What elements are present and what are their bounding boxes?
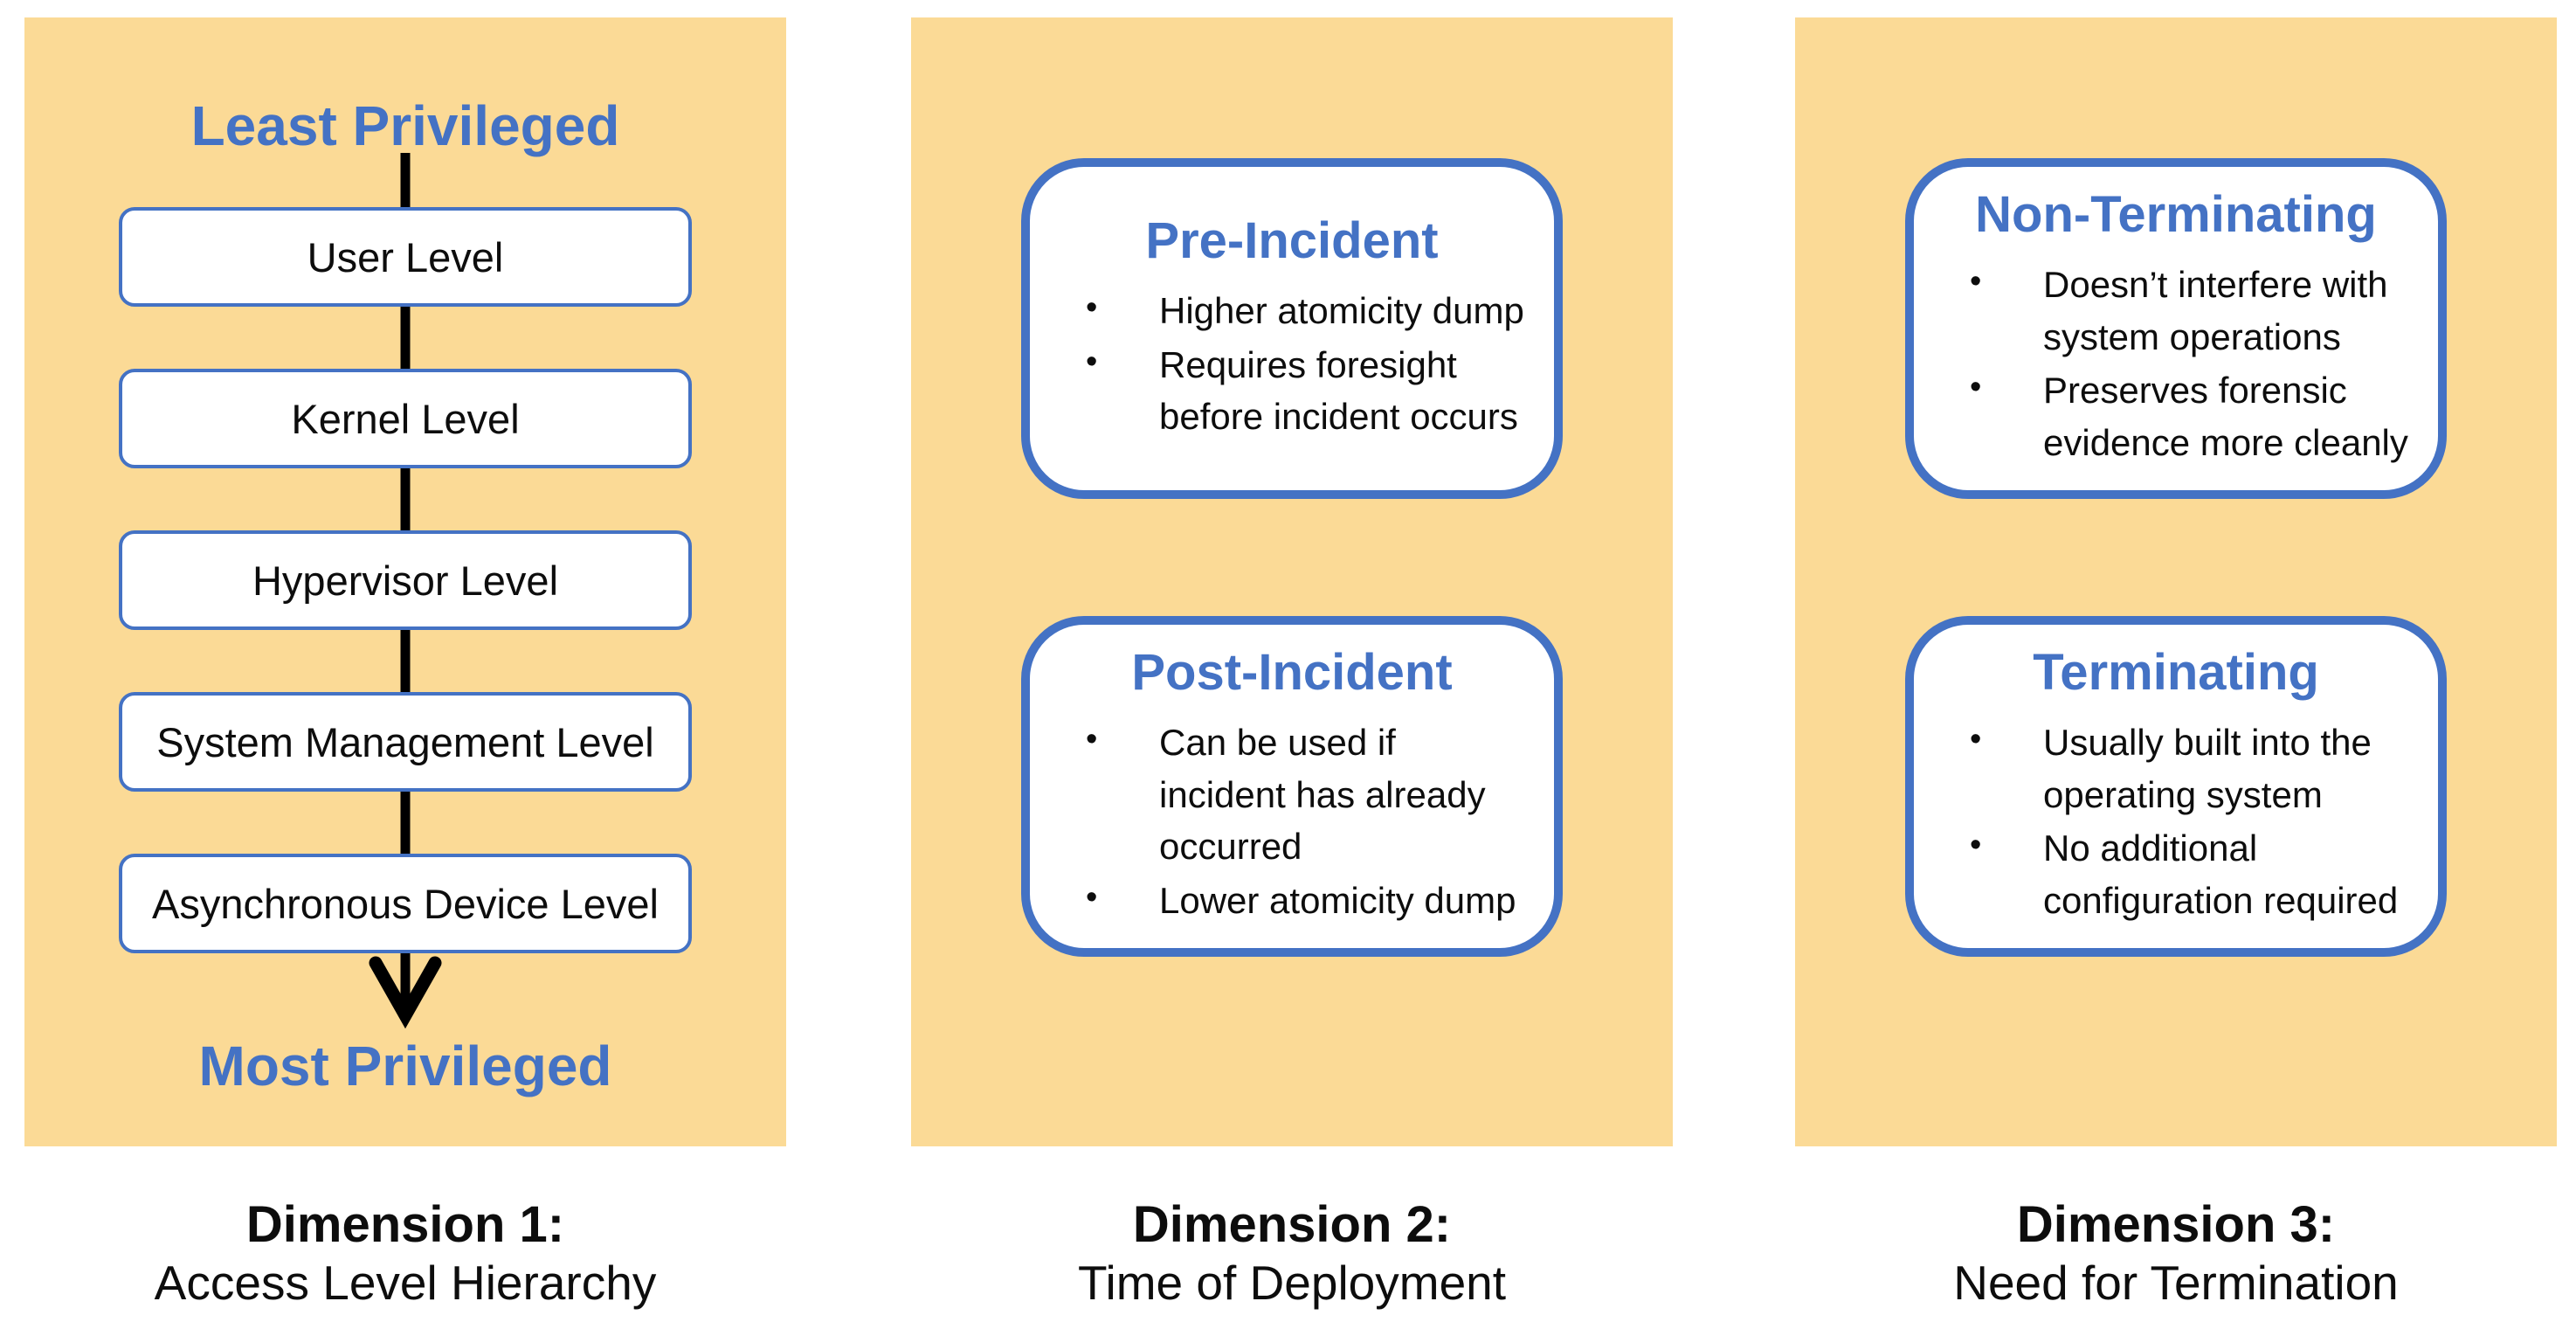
caption-title: Dimension 3: (2016, 1196, 2336, 1253)
level-box-kernel: Kernel Level (119, 369, 692, 468)
bullet-item: No additional configuration required (1940, 822, 2412, 926)
level-label: Asynchronous Device Level (152, 880, 659, 927)
panel-dimension-1: Least Privileged User Level Kernel Level… (24, 17, 786, 1146)
bullet-list: Doesn’t interfere with system operations… (1940, 257, 2412, 471)
level-label: User Level (307, 233, 504, 280)
least-privileged-label: Least Privileged (190, 94, 620, 157)
level-label: System Management Level (156, 718, 654, 765)
card-non-terminating: Non-Terminating Doesn’t interfere with s… (1905, 158, 2447, 499)
caption-title: Dimension 1: (245, 1196, 565, 1253)
card-pre-incident: Pre-Incident Higher atomicity dump Requi… (1021, 158, 1563, 499)
card-title: Pre-Incident (1145, 212, 1439, 270)
caption-dimension-1: Dimension 1: Access Level Hierarchy (24, 1195, 786, 1312)
level-box-asynchronous-device: Asynchronous Device Level (119, 854, 692, 953)
level-label: Kernel Level (291, 395, 520, 442)
bullet-item: Lower atomicity dump (1056, 875, 1528, 927)
card-post-incident: Post-Incident Can be used if incident ha… (1021, 616, 1563, 957)
bullet-item: Can be used if incident has already occu… (1056, 716, 1528, 873)
panel-dimension-3: Non-Terminating Doesn’t interfere with s… (1795, 17, 2557, 1146)
level-box-user: User Level (119, 207, 692, 307)
bullet-item: Requires foresight before incident occur… (1056, 339, 1528, 443)
bullet-item: Higher atomicity dump (1056, 285, 1528, 337)
bullet-list: Usually built into the operating system … (1940, 715, 2412, 929)
level-box-hypervisor: Hypervisor Level (119, 530, 692, 630)
bullet-item: Doesn’t interfere with system operations (1940, 259, 2412, 363)
card-terminating: Terminating Usually built into the opera… (1905, 616, 2447, 957)
level-label: Hypervisor Level (252, 557, 559, 604)
most-privileged-label: Most Privileged (198, 1035, 612, 1097)
caption-dimension-3: Dimension 3: Need for Termination (1795, 1195, 2557, 1312)
caption-title: Dimension 2: (1132, 1196, 1452, 1253)
caption-subtitle: Access Level Hierarchy (154, 1256, 657, 1311)
card-title: Post-Incident (1131, 644, 1453, 702)
card-title: Non-Terminating (1975, 186, 2377, 244)
panel-dimension-2: Pre-Incident Higher atomicity dump Requi… (911, 17, 1673, 1146)
caption-subtitle: Need for Termination (1953, 1256, 2399, 1311)
bullet-item: Preserves forensic evidence more cleanly (1940, 364, 2412, 468)
caption-subtitle: Time of Deployment (1077, 1256, 1507, 1311)
caption-dimension-2: Dimension 2: Time of Deployment (911, 1195, 1673, 1312)
level-box-system-management: System Management Level (119, 692, 692, 792)
card-title: Terminating (2033, 644, 2319, 702)
bullet-item: Usually built into the operating system (1940, 716, 2412, 820)
bullet-list: Can be used if incident has already occu… (1056, 715, 1528, 929)
bullet-list: Higher atomicity dump Requires foresight… (1056, 283, 1528, 445)
